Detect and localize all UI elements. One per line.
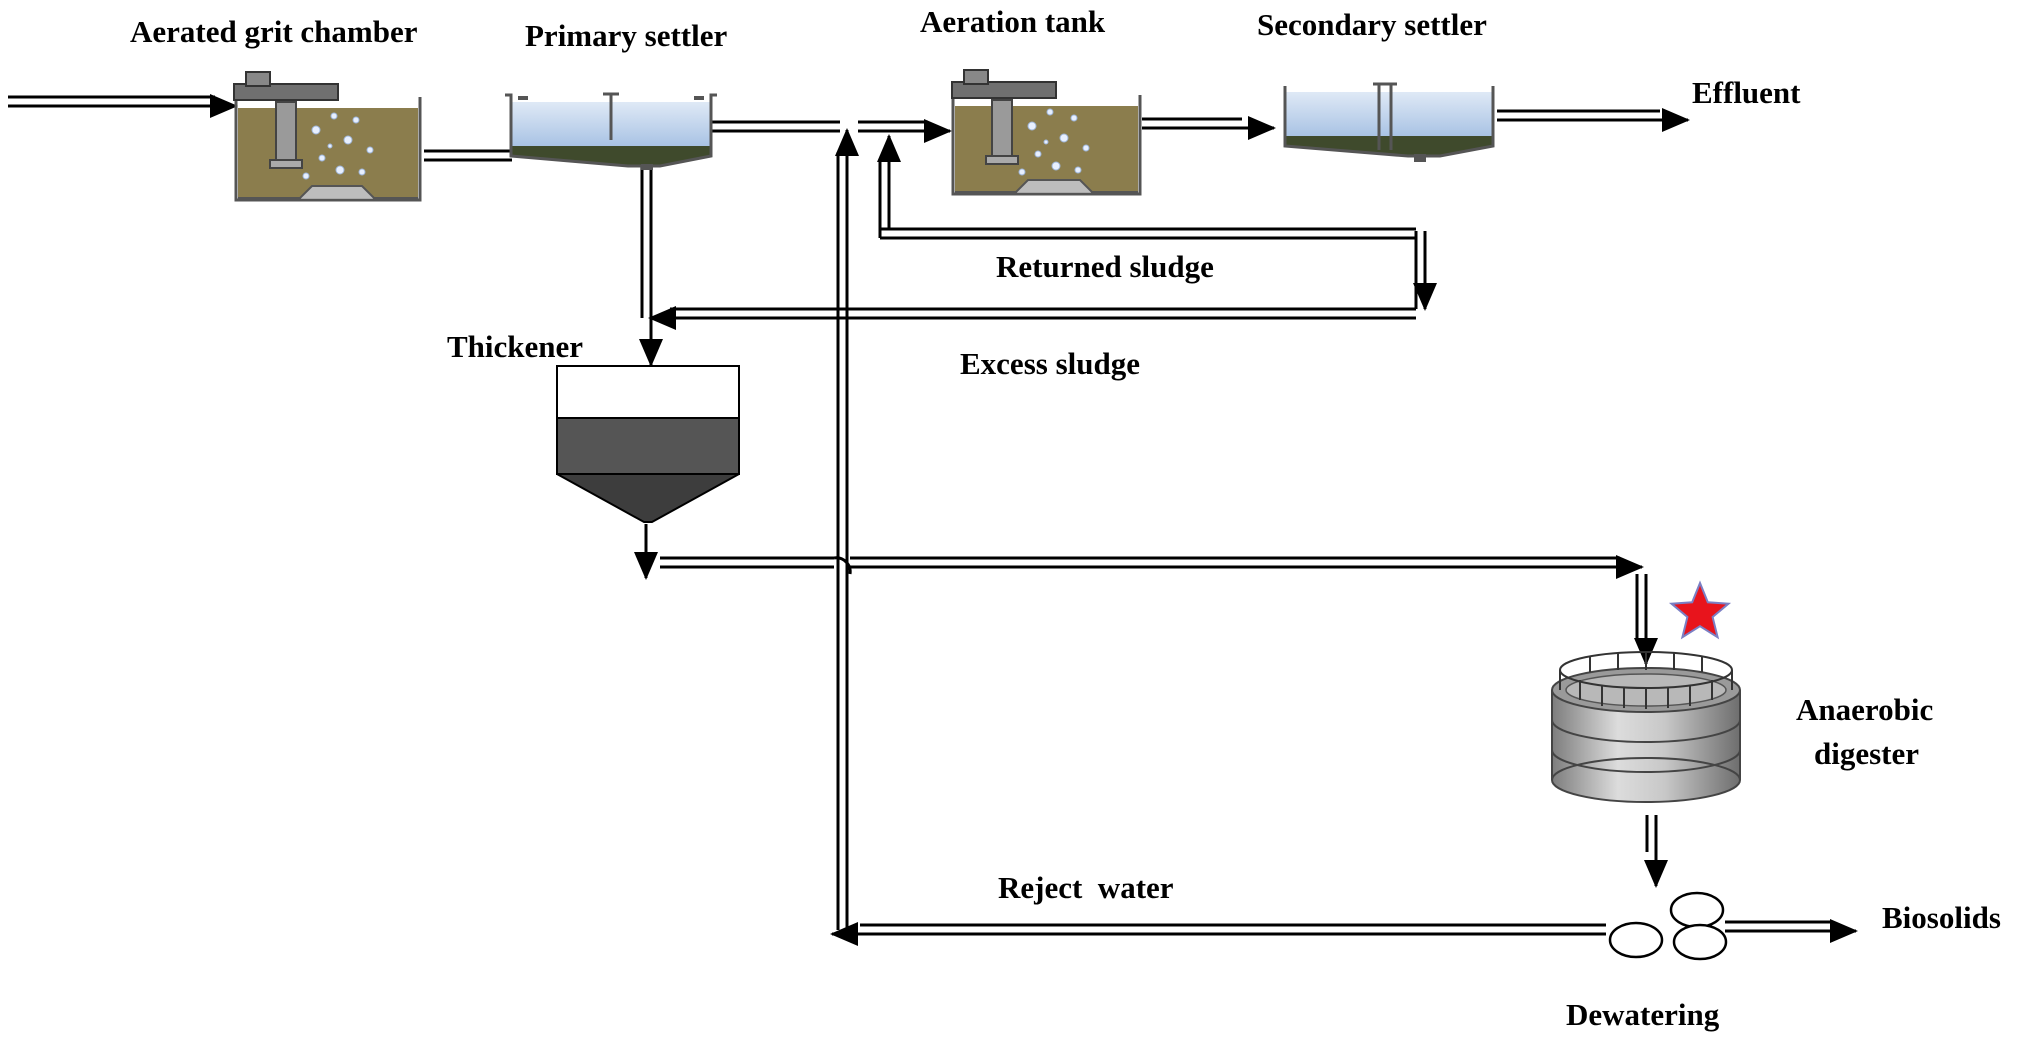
pipe-thickener-to-digester [660, 555, 1658, 666]
label-biosolids: Biosolids [1882, 900, 2001, 935]
digester-railing [1559, 651, 1733, 709]
label-anaerobic-digester-line1: Anaerobic [1796, 692, 1933, 727]
label-anaerobic-digester-line2: digester [1814, 736, 1919, 771]
mechanical-aerator-icon [951, 69, 1057, 165]
pipe-primary-to-aeration [712, 119, 952, 143]
air-bubbles-icon [1018, 108, 1090, 176]
mechanical-aerator-icon [233, 71, 339, 169]
label-reject-water: Reject water [998, 870, 1174, 905]
aerated-grit-chamber [233, 71, 422, 202]
label-aerated-grit-chamber: Aerated grit chamber [130, 14, 418, 49]
primary-settler [505, 92, 717, 170]
aeration-tank [951, 69, 1142, 196]
label-thickener: Thickener [447, 329, 583, 364]
label-secondary-settler: Secondary settler [1257, 7, 1487, 42]
label-aeration-tank: Aeration tank [920, 4, 1106, 39]
pipe-grit-to-primary [424, 149, 512, 162]
thickener [556, 365, 740, 523]
label-returned-sludge: Returned sludge [996, 249, 1214, 284]
effluent-pipe [1497, 108, 1690, 132]
red-star-icon [1668, 580, 1732, 640]
air-bubbles-icon [302, 112, 374, 180]
influent-pipe [8, 94, 238, 118]
label-excess-sludge: Excess sludge [960, 346, 1140, 381]
pipe-digester-to-dewatering [1644, 815, 1668, 888]
label-dewatering: Dewatering [1566, 997, 1720, 1032]
label-primary-settler: Primary settler [525, 18, 727, 53]
label-effluent: Effluent [1692, 75, 1801, 110]
reject-water-riser [835, 128, 859, 930]
returned-sludge-pipe [877, 134, 1437, 311]
secondary-settler [1283, 82, 1495, 162]
dewatering-rollers [1608, 891, 1728, 961]
reject-water-pipe [830, 922, 1606, 946]
pipe-aeration-to-secondary [1142, 116, 1276, 140]
pipes [8, 94, 1858, 946]
pipe-primary-to-thickener [639, 166, 663, 367]
biosolids-pipe [1725, 919, 1858, 943]
anaerobic-digester [1551, 651, 1741, 803]
excess-sludge-pipe [648, 306, 1416, 330]
